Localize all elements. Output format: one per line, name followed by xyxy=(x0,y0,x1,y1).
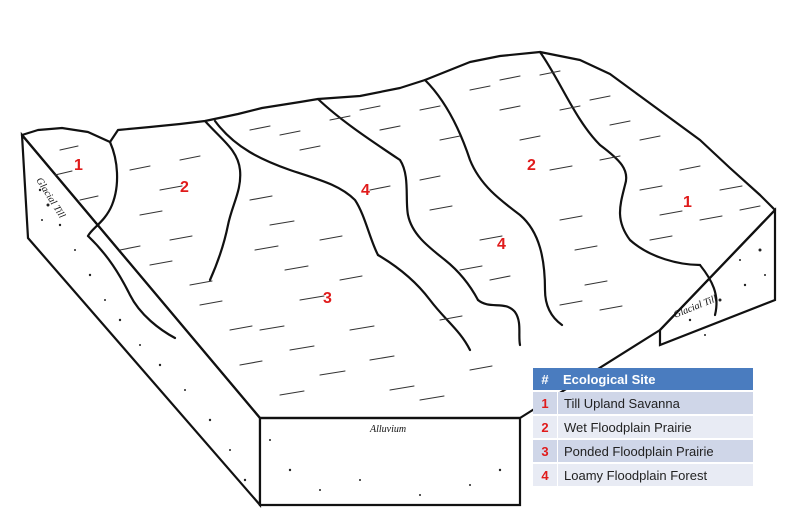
legend-header-title: Ecological Site xyxy=(557,368,753,390)
site-label-2-left: 2 xyxy=(180,179,189,196)
slope-line-c xyxy=(316,97,480,302)
slope-line-d xyxy=(376,253,472,352)
legend-header-number: # xyxy=(533,368,557,390)
legend-row-name: Till Upland Savanna xyxy=(557,392,753,414)
legend-row-number: 4 xyxy=(533,464,557,486)
alluvium-label: Alluvium xyxy=(369,424,406,435)
slope-line-e xyxy=(423,78,564,327)
terrain-hatching xyxy=(54,70,761,401)
legend-row-number: 1 xyxy=(533,392,557,414)
block-right-face xyxy=(658,207,777,347)
legend-row: 3 Ponded Floodplain Prairie xyxy=(533,440,753,462)
legend-row-name: Ponded Floodplain Prairie xyxy=(557,440,753,462)
legend-row: 1 Till Upland Savanna xyxy=(533,392,753,414)
site-label-2-right: 2 xyxy=(527,157,536,174)
right-valley-line xyxy=(698,263,718,317)
legend-row-name: Loamy Floodplain Forest xyxy=(557,464,753,486)
sediment-stipple xyxy=(38,188,766,496)
slope-line-b xyxy=(213,119,380,257)
legend-row: 4 Loamy Floodplain Forest xyxy=(533,464,753,486)
left-ridge-line xyxy=(86,234,177,340)
slope-line-a xyxy=(203,119,242,282)
block-front-face xyxy=(20,131,262,508)
legend-row: 2 Wet Floodplain Prairie xyxy=(533,416,753,438)
site-label-1-right: 1 xyxy=(683,194,692,211)
legend-header-row: # Ecological Site xyxy=(533,368,753,390)
legend-row-number: 3 xyxy=(533,440,557,462)
slope-line-f xyxy=(476,298,522,347)
slope-line-g xyxy=(538,50,702,267)
ecological-site-legend: # Ecological Site 1 Till Upland Savanna … xyxy=(533,366,753,488)
site-label-4-upper: 4 xyxy=(361,182,370,199)
site-label-1-left: 1 xyxy=(74,157,83,174)
site-label-4-lower: 4 xyxy=(497,236,506,253)
left-valley-line xyxy=(86,140,119,238)
site-label-3: 3 xyxy=(323,290,332,307)
legend-row-number: 2 xyxy=(533,416,557,438)
surface-outline xyxy=(20,50,777,420)
legend-row-name: Wet Floodplain Prairie xyxy=(557,416,753,438)
